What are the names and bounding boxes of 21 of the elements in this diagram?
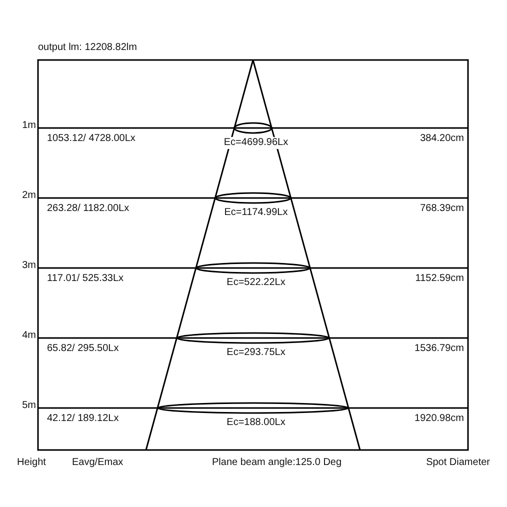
beam-angle-note: Plane beam angle:125.0 Deg bbox=[212, 457, 342, 469]
center-illuminance-value: Ec=4699.96Lx bbox=[224, 137, 288, 149]
spot-diameter-value: 1920.98cm bbox=[414, 413, 464, 425]
height-label: 5m bbox=[22, 400, 36, 412]
illuminance-value: 65.82/ 295.50Lx bbox=[47, 343, 119, 355]
height-label: 1m bbox=[22, 120, 36, 132]
illuminance-value: 1053.12/ 4728.00Lx bbox=[47, 133, 136, 145]
illuminance-value: 263.28/ 1182.00Lx bbox=[47, 203, 130, 215]
output-lumen-note: output lm: 12208.82lm bbox=[38, 42, 137, 54]
illuminance-value: 42.12/ 189.12Lx bbox=[47, 413, 119, 425]
spot-diameter-value: 768.39cm bbox=[420, 203, 464, 215]
illuminance-value: 117.01/ 525.33Lx bbox=[47, 273, 124, 285]
column-heading: Spot Diameter bbox=[426, 457, 490, 469]
height-label: 3m bbox=[22, 260, 36, 272]
spot-diameter-value: 384.20cm bbox=[420, 133, 464, 145]
column-heading: Eavg/Emax bbox=[72, 457, 124, 469]
column-heading: Height bbox=[17, 457, 46, 469]
spot-diameter-value: 1152.59cm bbox=[415, 273, 464, 285]
height-label: 4m bbox=[22, 330, 36, 342]
height-label: 2m bbox=[22, 190, 36, 202]
spot-diameter-value: 1536.79cm bbox=[414, 343, 464, 355]
